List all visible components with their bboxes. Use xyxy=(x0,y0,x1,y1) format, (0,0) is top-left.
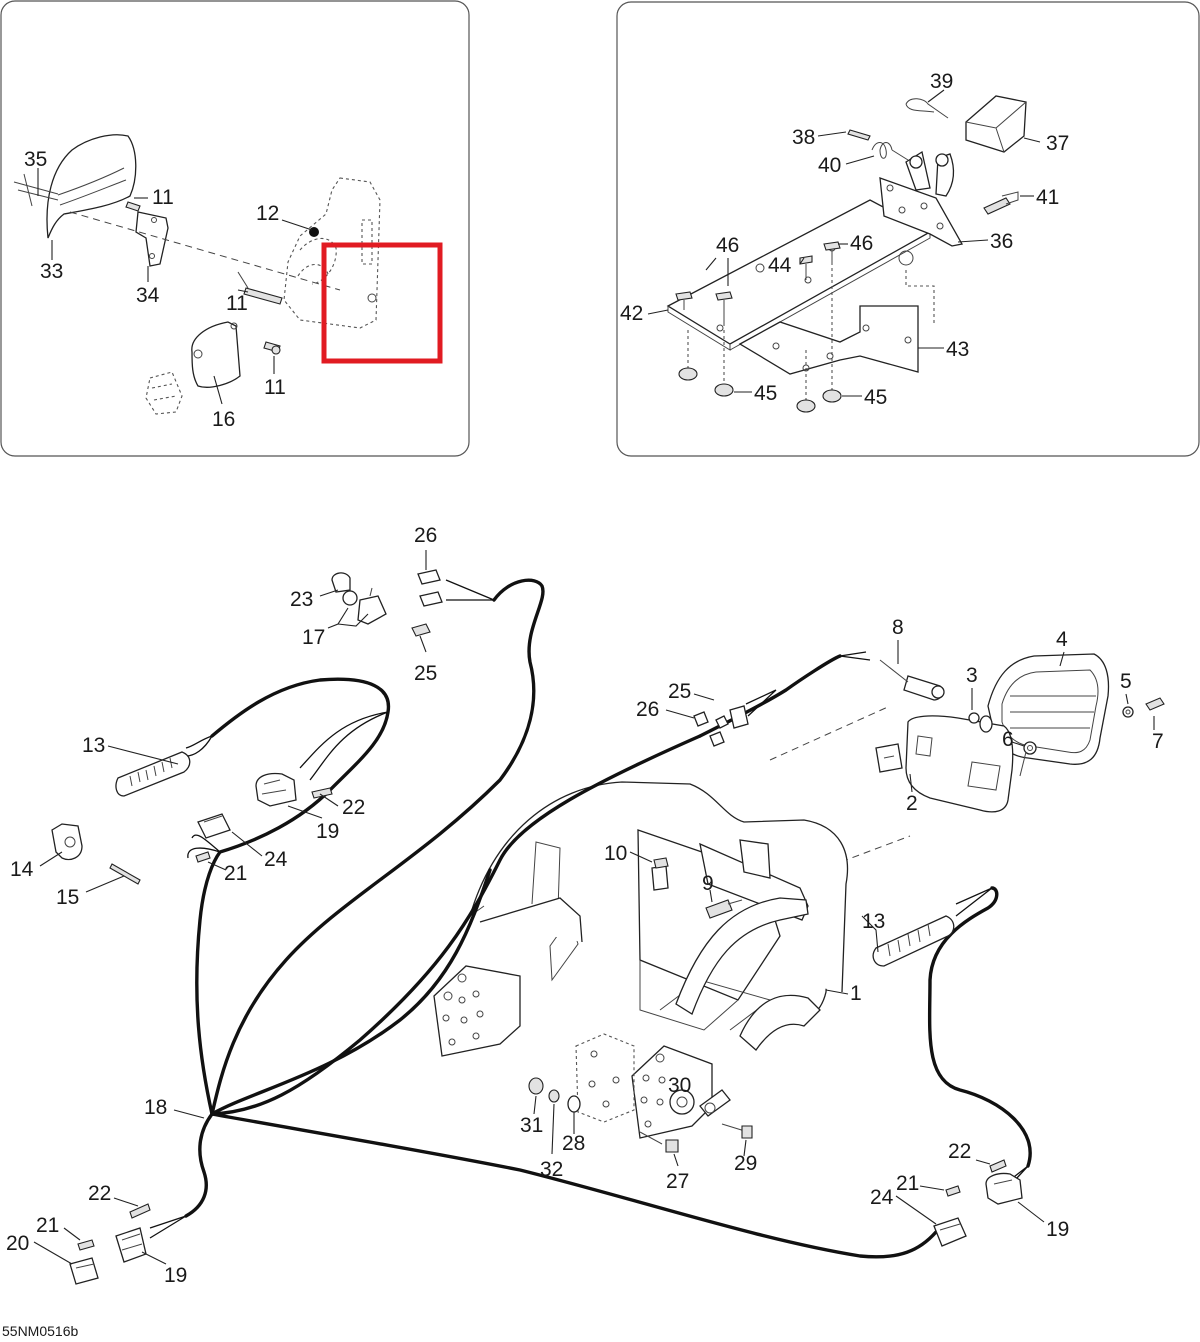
callout-44: 44 xyxy=(768,254,792,277)
callout-45: 45 xyxy=(754,382,777,405)
callout-19b: 19 xyxy=(1046,1218,1069,1241)
callout-13: 13 xyxy=(82,734,105,757)
grip-right xyxy=(872,915,955,967)
callout-37: 37 xyxy=(1046,132,1069,155)
callout-35: 35 xyxy=(24,148,47,171)
callout-30: 30 xyxy=(668,1074,691,1097)
main-assembly xyxy=(33,550,1165,1285)
callout-27: 27 xyxy=(666,1170,689,1193)
callout-23: 23 xyxy=(290,588,313,611)
callout-25: 25 xyxy=(414,662,437,685)
callout-45b: 45 xyxy=(864,386,887,409)
callout-24b: 24 xyxy=(870,1186,894,1209)
callout-28: 28 xyxy=(562,1132,585,1155)
callout-38: 38 xyxy=(792,126,815,149)
callout-7: 7 xyxy=(1152,730,1164,753)
callout-2: 2 xyxy=(906,792,918,815)
callout-22b: 22 xyxy=(948,1140,971,1163)
callout-5: 5 xyxy=(1120,670,1132,693)
callout-22c: 22 xyxy=(88,1182,111,1205)
callout-40: 40 xyxy=(818,154,841,177)
callout-46: 46 xyxy=(716,234,739,257)
tail-light xyxy=(875,653,1165,813)
callout-29: 29 xyxy=(734,1152,757,1175)
callout-22: 22 xyxy=(342,796,365,819)
callout-19c: 19 xyxy=(164,1264,187,1287)
callout-21c: 21 xyxy=(36,1214,59,1237)
callout-8: 8 xyxy=(892,616,904,639)
callout-41: 41 xyxy=(1036,186,1059,209)
callout-42: 42 xyxy=(620,302,643,325)
callout-4: 4 xyxy=(1056,628,1068,651)
highlight-box xyxy=(321,242,443,364)
callout-36: 36 xyxy=(990,230,1013,253)
callout-21: 21 xyxy=(224,862,247,885)
callout-39: 39 xyxy=(930,70,953,93)
grip-left xyxy=(115,751,191,797)
callout-20: 20 xyxy=(6,1232,29,1255)
callout-labels: 35 33 11 34 12 11 11 16 39 37 38 40 41 3… xyxy=(2,70,1164,1339)
callout-11: 11 xyxy=(152,186,174,209)
callout-43: 43 xyxy=(946,338,969,361)
callout-25b: 25 xyxy=(668,680,691,703)
callout-26: 26 xyxy=(414,524,437,547)
callout-11c: 11 xyxy=(264,376,286,399)
callout-17: 17 xyxy=(302,626,325,649)
callout-19: 19 xyxy=(316,820,339,843)
inset-panel-left xyxy=(0,0,470,457)
callout-15: 15 xyxy=(56,886,79,909)
callout-13b: 13 xyxy=(862,910,885,933)
callout-26b: 26 xyxy=(636,698,659,721)
callout-9: 9 xyxy=(702,872,714,895)
diagram-code: 55NM0516b xyxy=(2,1323,78,1339)
callout-18: 18 xyxy=(144,1096,167,1119)
callout-16: 16 xyxy=(212,408,235,431)
callout-33: 33 xyxy=(40,260,63,283)
callout-34: 34 xyxy=(136,284,160,307)
callout-10: 10 xyxy=(604,842,627,865)
callout-11b: 11 xyxy=(226,292,248,315)
callout-24: 24 xyxy=(264,848,288,871)
callout-14: 14 xyxy=(10,858,34,881)
inset-panel-right xyxy=(616,1,1200,457)
callout-46b: 46 xyxy=(850,232,873,255)
callout-6: 6 xyxy=(1002,728,1014,751)
callout-31: 31 xyxy=(520,1114,543,1137)
callout-32: 32 xyxy=(540,1158,563,1181)
callout-3: 3 xyxy=(966,664,978,687)
callout-12: 12 xyxy=(256,202,279,225)
callout-21b: 21 xyxy=(896,1172,919,1195)
callout-1: 1 xyxy=(850,982,862,1005)
rack-frame xyxy=(433,781,849,1139)
